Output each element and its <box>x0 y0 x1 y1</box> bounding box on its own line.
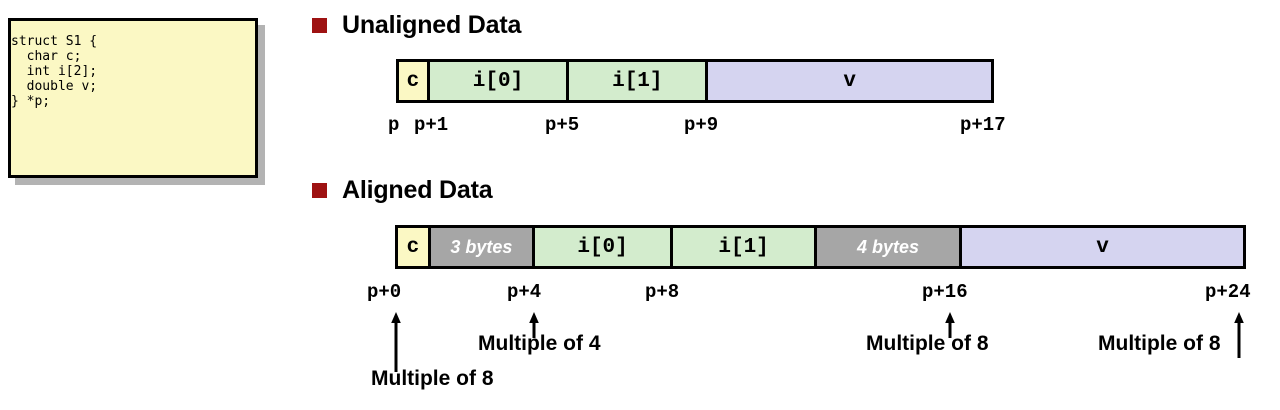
bullet-square-icon <box>312 18 327 33</box>
offset-label-p1: p+1 <box>414 114 449 136</box>
annotation-multiple-of-4-p4: Multiple of 4 <box>478 332 601 355</box>
memory-cell-int-i0: i[0] <box>535 228 674 266</box>
memory-cell-char-c: c <box>398 228 431 266</box>
annotation-multiple-of-8-p0: Multiple of 8 <box>371 367 494 390</box>
memory-layout-aligned: c 3 bytes i[0] i[1] 4 bytes v <box>395 225 1246 269</box>
offset-label-p17: p+17 <box>960 114 1006 136</box>
offset-label-p16: p+16 <box>922 281 968 303</box>
annotation-multiple-of-8-p16: Multiple of 8 <box>866 332 989 355</box>
offset-label-p24: p+24 <box>1205 281 1251 303</box>
section-heading-unaligned: Unaligned Data <box>312 11 521 40</box>
alignment-arrow-up-p0 <box>391 312 401 372</box>
memory-cell-padding-4-bytes: 4 bytes <box>817 228 963 266</box>
alignment-arrow-up-p16 <box>945 312 955 338</box>
memory-cell-char-c: c <box>399 62 430 100</box>
memory-cell-double-v: v <box>708 62 991 100</box>
offset-label-p5: p+5 <box>545 114 580 136</box>
struct-definition-box: struct S1 { char c; int i[2]; double v; … <box>8 18 258 178</box>
offset-label-p9: p+9 <box>684 114 719 136</box>
memory-layout-unaligned: c i[0] i[1] v <box>396 59 994 103</box>
offset-label-p8: p+8 <box>645 281 680 303</box>
offset-label-p: p <box>388 114 400 136</box>
section-heading-label: Aligned Data <box>342 176 493 204</box>
offset-label-p4: p+4 <box>507 281 542 303</box>
annotation-multiple-of-8-p24: Multiple of 8 <box>1098 332 1221 355</box>
section-heading-aligned: Aligned Data <box>312 176 493 205</box>
memory-cell-int-i1: i[1] <box>673 228 818 266</box>
memory-cell-padding-3-bytes: 3 bytes <box>430 228 536 266</box>
memory-cell-int-i0: i[0] <box>429 62 570 100</box>
alignment-arrow-up-p4 <box>529 312 539 338</box>
memory-cell-double-v: v <box>962 228 1243 266</box>
memory-cell-int-i1: i[1] <box>569 62 709 100</box>
bullet-square-icon <box>312 183 327 198</box>
alignment-arrow-up-p24 <box>1234 312 1244 358</box>
section-heading-label: Unaligned Data <box>342 11 522 39</box>
offset-label-p0: p+0 <box>367 281 402 303</box>
struct-definition-code: struct S1 { char c; int i[2]; double v; … <box>11 34 98 109</box>
